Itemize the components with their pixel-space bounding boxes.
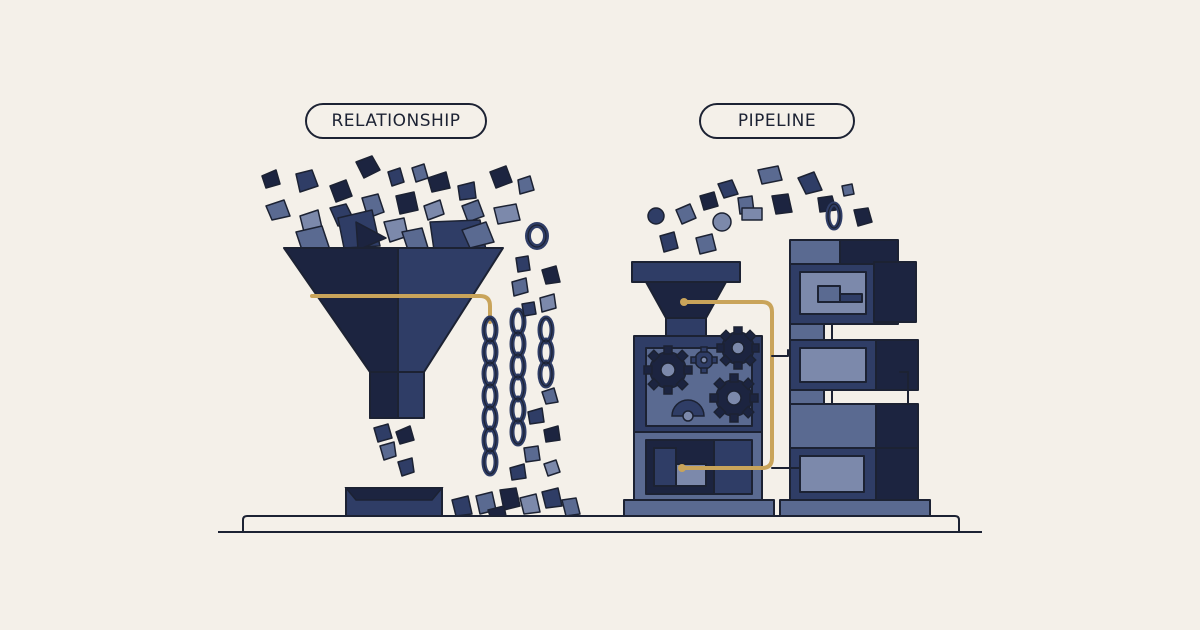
- chain-icon: [525, 222, 549, 250]
- relationship-label: RELATIONSHIP: [305, 103, 487, 139]
- pipe-icon: [310, 294, 492, 324]
- chain-link-icon: [825, 201, 843, 231]
- server-stack-icon: [779, 239, 931, 517]
- pipeline-label: PIPELINE: [699, 103, 855, 139]
- tray-icon: [344, 487, 444, 517]
- connector-pipes: [678, 298, 909, 472]
- scrap-pieces-icon: [261, 155, 535, 251]
- scrap-pile: [451, 487, 581, 517]
- chain-strands: [481, 307, 555, 477]
- falling-pieces: [373, 255, 561, 481]
- funnel-icon: [283, 247, 504, 419]
- ground-line: [218, 515, 982, 533]
- gear-icon: [643, 326, 760, 423]
- arc-pieces: [647, 165, 873, 255]
